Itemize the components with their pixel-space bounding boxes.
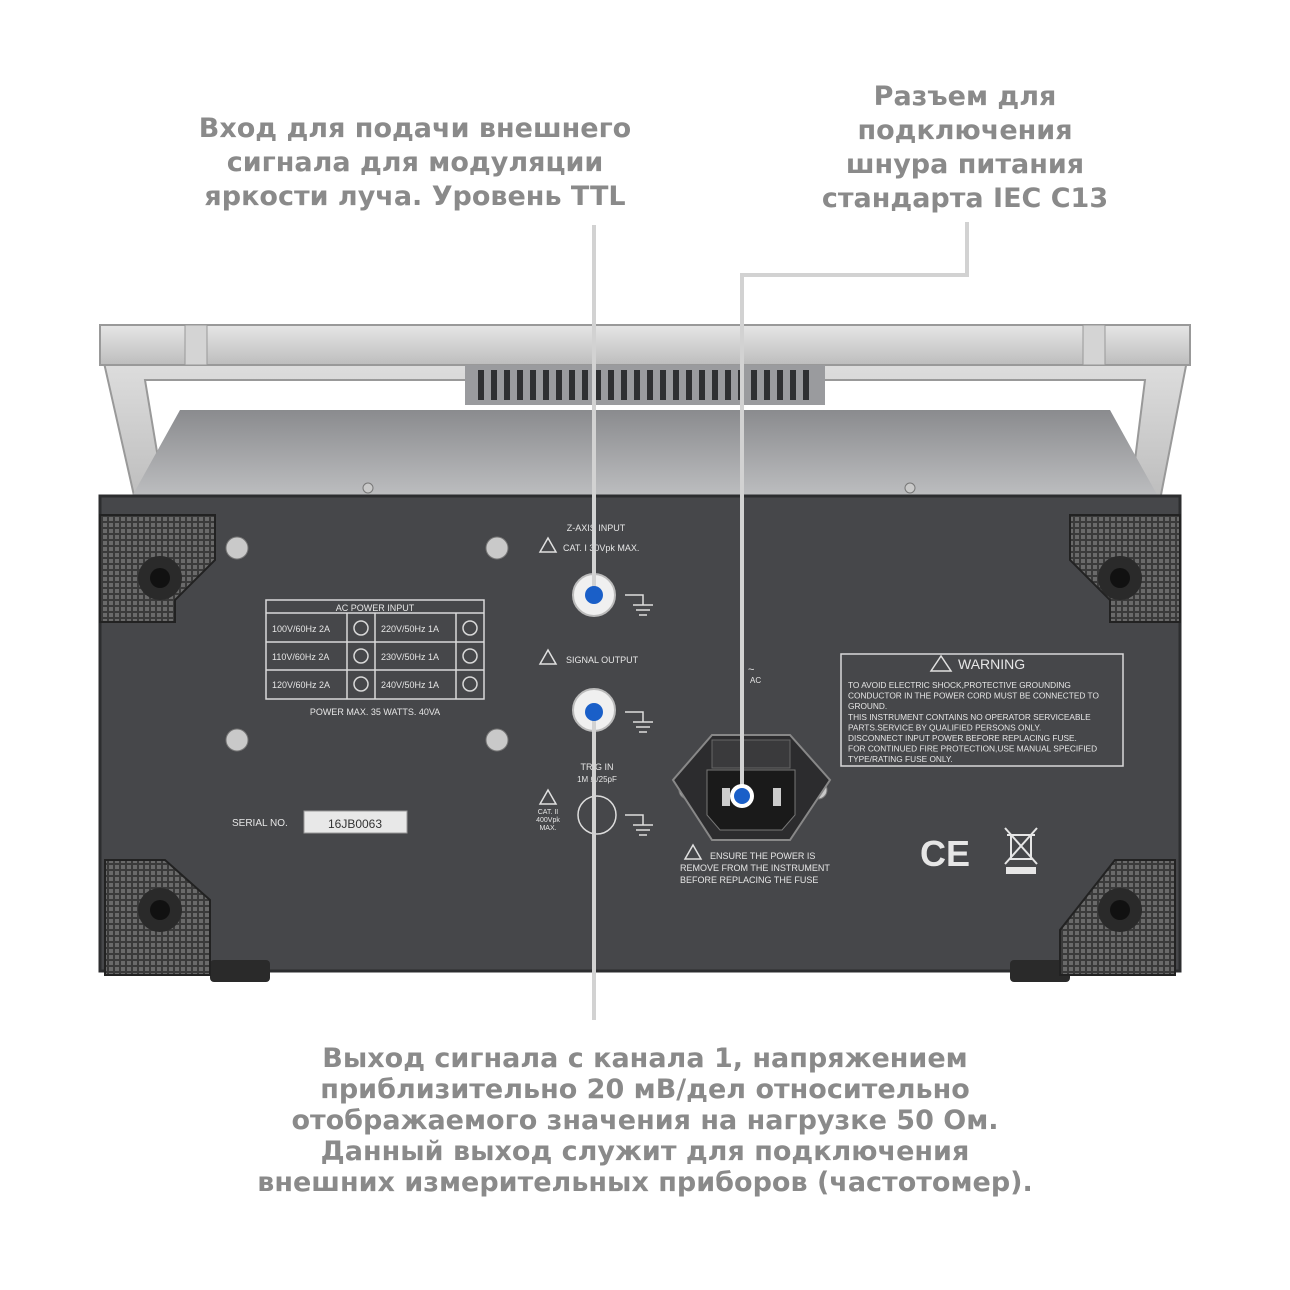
vent-slot xyxy=(517,370,523,400)
carry-handle xyxy=(98,324,1192,501)
warning-title: WARNING xyxy=(958,656,1025,672)
ac-power-input-label xyxy=(265,599,485,700)
vent-slot xyxy=(686,370,692,400)
z-axis-input-label: Z-AXIS INPUT xyxy=(567,523,626,533)
serial-number-plate xyxy=(303,810,408,834)
power-row-label: 100V/60Hz 2A xyxy=(272,624,330,634)
callout-line: стандарта IEC C13 xyxy=(821,183,1109,214)
callout-line: Вход для подачи внешнего xyxy=(198,113,632,144)
trig-in-connector[interactable] xyxy=(577,795,617,835)
vent-slot xyxy=(712,370,718,400)
vent-slot xyxy=(608,370,614,400)
serial-value: 16JB0063 xyxy=(328,817,382,831)
vent-slot xyxy=(569,370,575,400)
trig-cat-label: 400Vpk xyxy=(536,817,560,824)
callout-line: приблизительно 20 мВ/дел относительно xyxy=(320,1074,970,1105)
marker-dot xyxy=(585,586,754,808)
vent-slot xyxy=(491,370,497,400)
warning-line: THIS INSTRUMENT CONTAINS NO OPERATOR SER… xyxy=(848,712,1091,722)
vent-slot xyxy=(543,370,549,400)
warning-line: TYPE/RATING FUSE ONLY. xyxy=(848,754,953,764)
power-max-label: POWER MAX. 35 WATTS. 40VA xyxy=(310,707,440,717)
corner-bumper-top-right xyxy=(1069,514,1181,623)
callout-line: подключения xyxy=(857,115,1073,146)
trig-in-label: TRIG IN xyxy=(581,762,614,772)
vent-slot xyxy=(556,370,562,400)
corner-bumper-top-left xyxy=(99,514,216,623)
trig-cat-label: CAT. II xyxy=(538,809,559,816)
fuse-warning-line: BEFORE REPLACING THE FUSE xyxy=(680,875,818,885)
power-row-label: 240V/50Hz 1A xyxy=(381,680,439,690)
foot xyxy=(1010,960,1070,982)
power-row-label: 230V/50Hz 1A xyxy=(381,652,439,662)
vent-slot xyxy=(660,370,666,400)
vent-slot xyxy=(725,370,731,400)
warning-line: PARTS.SERVICE BY QUALIFIED PERSONS ONLY. xyxy=(848,722,1041,732)
foot xyxy=(210,960,270,982)
warning-line: CONDUCTOR IN THE POWER CORD MUST BE CONN… xyxy=(848,691,1099,701)
vent-slot xyxy=(803,370,809,400)
weee-bin-icon xyxy=(1004,827,1038,874)
warning-triangle-icon xyxy=(538,536,953,860)
case-top xyxy=(130,410,1160,500)
vent-slot xyxy=(595,370,601,400)
z-axis-cat-label: CAT. I 30Vpk MAX. xyxy=(563,543,639,553)
serial-label: SERIAL NO. xyxy=(232,818,288,829)
vent-slot xyxy=(634,370,640,400)
power-row-label: 120V/60Hz 2A xyxy=(272,680,330,690)
ce-mark: CE xyxy=(920,833,970,874)
callout-line: яркости луча. Уровень TTL xyxy=(204,181,626,212)
vent-slot xyxy=(751,370,757,400)
callout-line: шнура питания xyxy=(845,149,1085,180)
power-row-label: 110V/60Hz 2A xyxy=(272,652,329,662)
callout-signal-output: Выход сигнала с канала 1, напряжением пр… xyxy=(200,1043,1090,1198)
fuse-warning-line: ENSURE THE POWER IS xyxy=(710,851,815,861)
callout-power-connector: Разъем для подключения шнура питания ста… xyxy=(800,80,1130,216)
vent-slot xyxy=(699,370,705,400)
vent-slot xyxy=(621,370,627,400)
vent-slot xyxy=(530,370,536,400)
callout-line: Выход сигнала с канала 1, напряжением xyxy=(322,1043,968,1074)
vent-slot xyxy=(647,370,653,400)
callout-line: отображаемого значения на нагрузке 50 Ом… xyxy=(291,1105,999,1136)
power-row-label: 220V/50Hz 1A xyxy=(381,624,439,634)
corner-bumper-bottom-left xyxy=(104,859,211,976)
callout-line: Данный выход служит для подключения xyxy=(320,1136,970,1167)
fuse-warning-line: REMOVE FROM THE INSTRUMENT xyxy=(680,863,830,873)
vent-slot xyxy=(764,370,770,400)
callout-line: сигнала для модуляции xyxy=(226,147,604,178)
vent-slot xyxy=(478,370,484,400)
warning-line: DISCONNECT INPUT POWER BEFORE REPLACING … xyxy=(848,733,1077,743)
corner-bumper-bottom-right xyxy=(1059,859,1176,976)
callout-z-axis-input: Вход для подачи внешнего сигнала для мод… xyxy=(160,112,670,214)
warning-line: GROUND. xyxy=(848,701,887,711)
warning-label xyxy=(840,653,1124,767)
warning-line: FOR CONTINUED FIRE PROTECTION,USE MANUAL… xyxy=(848,744,1097,754)
vent-grille xyxy=(465,365,825,405)
vent-slot xyxy=(504,370,510,400)
rear-panel xyxy=(98,494,1182,973)
vent-slot xyxy=(790,370,796,400)
vent-slot xyxy=(582,370,588,400)
ac-tilde-icon: ~ xyxy=(748,664,754,676)
trig-spec-label: 1M Ω/25pF xyxy=(577,775,617,784)
signal-output-label: SIGNAL OUTPUT xyxy=(566,655,639,665)
callout-line: внешних измерительных приборов (частотом… xyxy=(257,1167,1033,1198)
ground-icon xyxy=(625,594,653,836)
warning-text: TO AVOID ELECTRIC SHOCK,PROTECTIVE GROUN… xyxy=(848,680,1099,764)
trig-cat-label: MAX. xyxy=(539,825,556,832)
vent-slot xyxy=(673,370,679,400)
warning-line: TO AVOID ELECTRIC SHOCK,PROTECTIVE GROUN… xyxy=(848,680,1071,690)
vent-slot xyxy=(777,370,783,400)
callout-line: Разъем для xyxy=(873,81,1057,112)
ac-power-title: AC POWER INPUT xyxy=(336,603,415,613)
ac-label: AC xyxy=(750,676,761,685)
leader-lines xyxy=(592,222,969,1020)
